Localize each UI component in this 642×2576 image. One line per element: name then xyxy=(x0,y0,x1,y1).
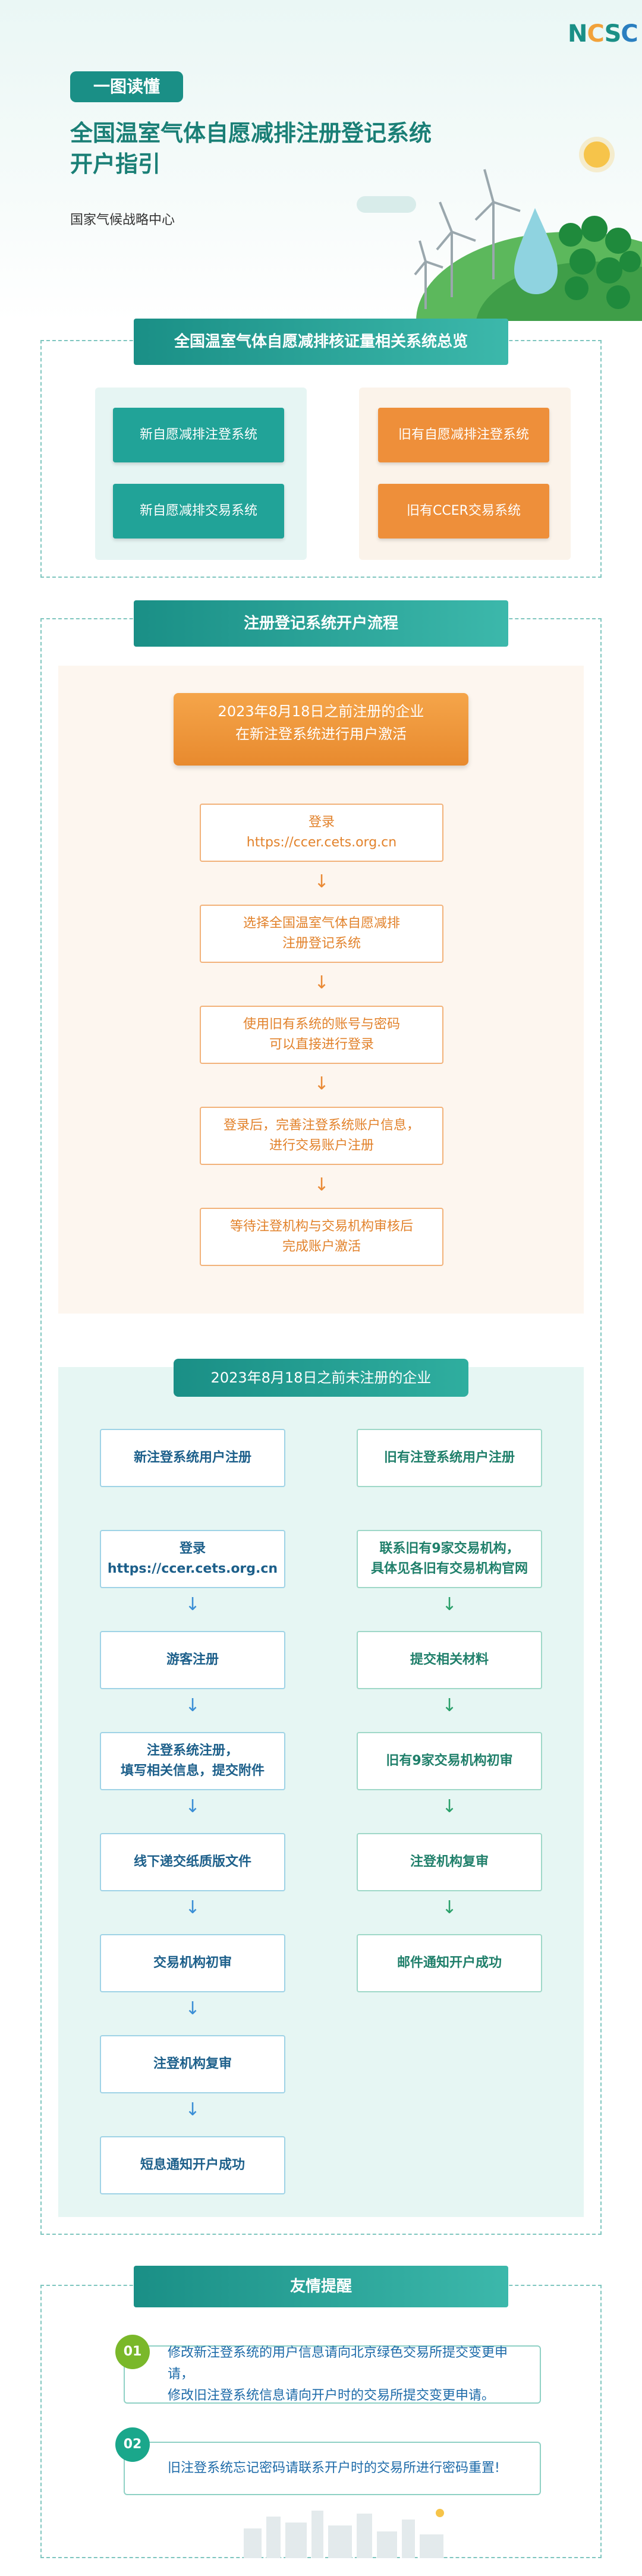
down-arrow-icon: ↓ xyxy=(185,2099,200,2120)
before-step-2: 选择全国温室气体自愿减排 注册登记系统 xyxy=(200,905,443,963)
wind-turbine-icon-2 xyxy=(474,169,521,279)
left-step-7: 注登机构复审 xyxy=(100,2035,285,2093)
before-step-3: 使用旧有系统的账号与密码 可以直接进行登录 xyxy=(200,1006,443,1064)
tip-number-badge: 02 xyxy=(115,2427,150,2462)
page-title: 全国温室气体自愿减排注册登记系统 开户指引 xyxy=(70,118,486,179)
right-step-4: 旧有9家交易机构初审 xyxy=(357,1732,542,1790)
left-step-5: 线下递交纸质版文件 xyxy=(100,1833,285,1891)
step-text: 使用旧有系统的账号与密码 xyxy=(243,1017,400,1032)
step-text-2: 可以直接进行登录 xyxy=(269,1037,374,1052)
tip-text: 修改新注登系统的用户信息请向北京绿色交易所提交变更申请， xyxy=(168,2345,508,2382)
down-arrow-icon: ↓ xyxy=(442,1796,457,1817)
down-arrow-icon: ↓ xyxy=(185,1897,200,1918)
before-step-1: 登录 https://ccer.cets.org.cn xyxy=(200,804,443,862)
down-arrow-icon: ↓ xyxy=(314,871,329,892)
left-step-6: 交易机构初审 xyxy=(100,1934,285,1992)
tip-item-2: 旧注登系统忘记密码请联系开户时的交易所进行密码重置! xyxy=(124,2442,541,2495)
ncsc-logo: NCSC xyxy=(568,20,638,48)
tree-icons xyxy=(559,216,641,309)
title-line-2: 开户指引 xyxy=(70,151,161,177)
left-step-3: 游客注册 xyxy=(100,1631,285,1689)
step-text: 旧有注登系统用户注册 xyxy=(383,1450,515,1465)
registered-before-panel xyxy=(58,666,584,1314)
wind-turbine-icon xyxy=(436,201,476,297)
before-step-5: 等待注登机构与交易机构审核后 完成账户激活 xyxy=(200,1208,443,1266)
step-text: 新注登系统用户注册 xyxy=(133,1450,251,1465)
left-step-8: 短息通知开户成功 xyxy=(100,2136,285,2194)
new-trading-system: 新自愿减排交易系统 xyxy=(113,484,284,538)
right-step-6: 邮件通知开户成功 xyxy=(357,1934,542,1992)
tip-number-badge: 01 xyxy=(115,2335,150,2369)
step-text: 注登机构复审 xyxy=(153,2057,232,2071)
down-arrow-icon: ↓ xyxy=(442,1897,457,1918)
down-arrow-icon: ↓ xyxy=(314,1073,329,1094)
down-arrow-icon: ↓ xyxy=(314,972,329,993)
overview-title: 全国温室气体自愿减排核证量相关系统总览 xyxy=(134,319,508,365)
step-text: 选择全国温室气体自愿减排 xyxy=(243,916,400,931)
step-text: 注登系统注册， xyxy=(146,1743,238,1758)
new-registry-system: 新自愿减排注登系统 xyxy=(113,408,284,462)
step-text: 短息通知开户成功 xyxy=(140,2158,245,2172)
step-text: 游客注册 xyxy=(166,1652,219,1667)
wind-turbine-icon-3 xyxy=(414,240,443,309)
down-arrow-icon: ↓ xyxy=(185,1998,200,2019)
cloud-icon xyxy=(357,196,416,213)
right-step-5: 注登机构复审 xyxy=(357,1833,542,1891)
step-text: 登录 xyxy=(179,1541,206,1556)
left-step-1: 新注登系统用户注册 xyxy=(100,1429,285,1487)
step-text: 等待注登机构与交易机构审核后 xyxy=(229,1219,413,1234)
left-step-4: 注登系统注册， 填写相关信息，提交附件 xyxy=(100,1732,285,1790)
right-step-3: 提交相关材料 xyxy=(357,1631,542,1689)
step-text: 交易机构初审 xyxy=(153,1955,232,1970)
step-text: 提交相关材料 xyxy=(410,1652,489,1667)
step-text: 注登机构复审 xyxy=(410,1854,489,1869)
tips-title: 友情提醒 xyxy=(134,2266,508,2307)
step-text: 登录后，完善注登系统账户信息， xyxy=(223,1118,420,1133)
down-arrow-icon: ↓ xyxy=(185,1695,200,1716)
step-text: 邮件通知开户成功 xyxy=(396,1955,502,1970)
down-arrow-icon: ↓ xyxy=(185,1594,200,1615)
right-step-2: 联系旧有9家交易机构， 具体见各旧有交易机构官网 xyxy=(357,1530,542,1588)
sun-icon xyxy=(584,141,610,168)
process-title: 注册登记系统开户流程 xyxy=(134,600,508,647)
step-text: 联系旧有9家交易机构， xyxy=(379,1541,520,1556)
before-step-4: 登录后，完善注登系统账户信息， 进行交易账户注册 xyxy=(200,1107,443,1165)
step-text-2: https://ccer.cets.org.cn xyxy=(107,1561,278,1576)
tip-text-2: 修改旧注登系统信息请向开户时的交易所提交变更申请。 xyxy=(168,2388,495,2403)
intro-badge: 一图读懂 xyxy=(70,71,183,102)
step-text: 旧有9家交易机构初审 xyxy=(386,1753,513,1768)
down-arrow-icon: ↓ xyxy=(442,1695,457,1716)
down-arrow-icon: ↓ xyxy=(314,1174,329,1195)
down-arrow-icon: ↓ xyxy=(442,1594,457,1615)
registered-before-heading: 2023年8月18日之前注册的企业 在新注登系统进行用户激活 xyxy=(174,693,468,766)
step-text: 线下递交纸质版文件 xyxy=(133,1854,251,1869)
organization-name: 国家气候战略中心 xyxy=(70,213,175,228)
water-drop-icon xyxy=(514,208,558,294)
old-ccer-system: 旧有CCER交易系统 xyxy=(378,484,549,538)
step-text-2: 具体见各旧有交易机构官网 xyxy=(370,1561,528,1576)
not-registered-heading: 2023年8月18日之前未注册的企业 xyxy=(174,1359,468,1397)
heading-line-2: 在新注登系统进行用户激活 xyxy=(235,726,407,742)
step-text-2: 完成账户激活 xyxy=(282,1239,361,1254)
left-step-2: 登录 https://ccer.cets.org.cn xyxy=(100,1530,285,1588)
tip-text: 旧注登系统忘记密码请联系开户时的交易所进行密码重置! xyxy=(168,2461,500,2476)
step-text-2: https://ccer.cets.org.cn xyxy=(246,835,397,850)
step-text: 登录 xyxy=(308,815,335,830)
heading-line-1: 2023年8月18日之前注册的企业 xyxy=(218,703,424,720)
right-step-1: 旧有注登系统用户注册 xyxy=(357,1429,542,1487)
landscape-illustration xyxy=(414,169,642,321)
tip-item-1: 修改新注登系统的用户信息请向北京绿色交易所提交变更申请， 修改旧注登系统信息请向… xyxy=(124,2345,541,2404)
old-registry-system: 旧有自愿减排注登系统 xyxy=(378,408,549,462)
city-skyline-illustration xyxy=(244,2509,444,2558)
step-text-2: 进行交易账户注册 xyxy=(269,1138,374,1153)
title-line-1: 全国温室气体自愿减排注册登记系统 xyxy=(70,120,432,146)
step-text-2: 注册登记系统 xyxy=(282,936,361,951)
step-text-2: 填写相关信息，提交附件 xyxy=(120,1763,265,1778)
down-arrow-icon: ↓ xyxy=(185,1796,200,1817)
